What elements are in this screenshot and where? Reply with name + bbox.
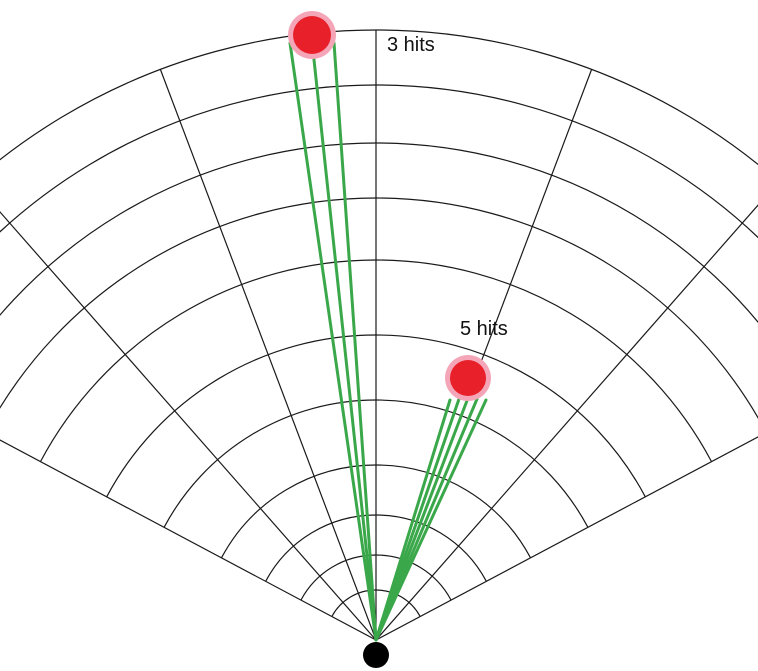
- bearing-spoke: [0, 439, 377, 641]
- lower-target: [445, 355, 491, 401]
- lower-target-hits-label: 5 hits: [460, 318, 508, 340]
- detection-beams: [288, 39, 488, 642]
- lower-target-marker: [450, 360, 486, 396]
- lower-target-beam: [374, 398, 488, 642]
- bearing-spoke: [0, 211, 377, 641]
- upper-target-beam: [288, 41, 378, 642]
- range-ring-arc: [0, 197, 758, 419]
- range-ring-arc: [0, 29, 758, 166]
- upper-target-beam: [310, 39, 378, 642]
- sensor-origin-dot: [363, 642, 389, 668]
- range-ring-arc: [0, 142, 758, 324]
- upper-target: [288, 11, 336, 59]
- range-ring-arcs: [0, 29, 758, 617]
- upper-target-beam: [332, 41, 378, 642]
- upper-target-marker: [293, 16, 331, 54]
- bearing-spoke: [375, 436, 758, 641]
- bearing-spokes: [0, 30, 758, 641]
- bearing-spoke: [375, 204, 758, 641]
- bearing-spoke: [159, 69, 377, 641]
- upper-target-hits-label: 3 hits: [387, 34, 435, 56]
